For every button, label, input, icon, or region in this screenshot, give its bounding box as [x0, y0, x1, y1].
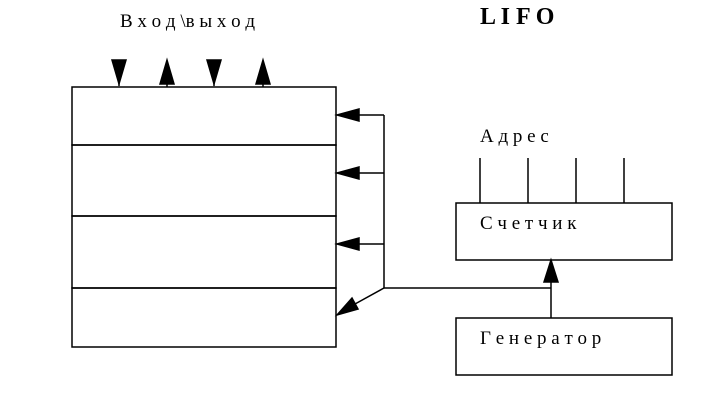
- address-label: А д р е с: [480, 126, 549, 147]
- generator-label: Г е н е р а т о р: [480, 328, 601, 349]
- stack: [71, 86, 337, 348]
- address-lines: [479, 158, 625, 203]
- stack-cell-1: [71, 86, 337, 146]
- stack-cell-3: [71, 215, 337, 289]
- stack-cell-4: [71, 287, 337, 348]
- address-bus: [334, 108, 551, 317]
- counter-label: С ч е т ч и к: [480, 213, 577, 234]
- io-label: В х о д \в ы х о д: [120, 11, 255, 32]
- stack-cell-2: [71, 144, 337, 217]
- generator-box: [455, 317, 673, 376]
- io-arrows: [111, 57, 271, 87]
- counter-box: [455, 202, 673, 261]
- generator-arrow: [542, 257, 560, 318]
- lifo-title: L I F O: [480, 4, 554, 30]
